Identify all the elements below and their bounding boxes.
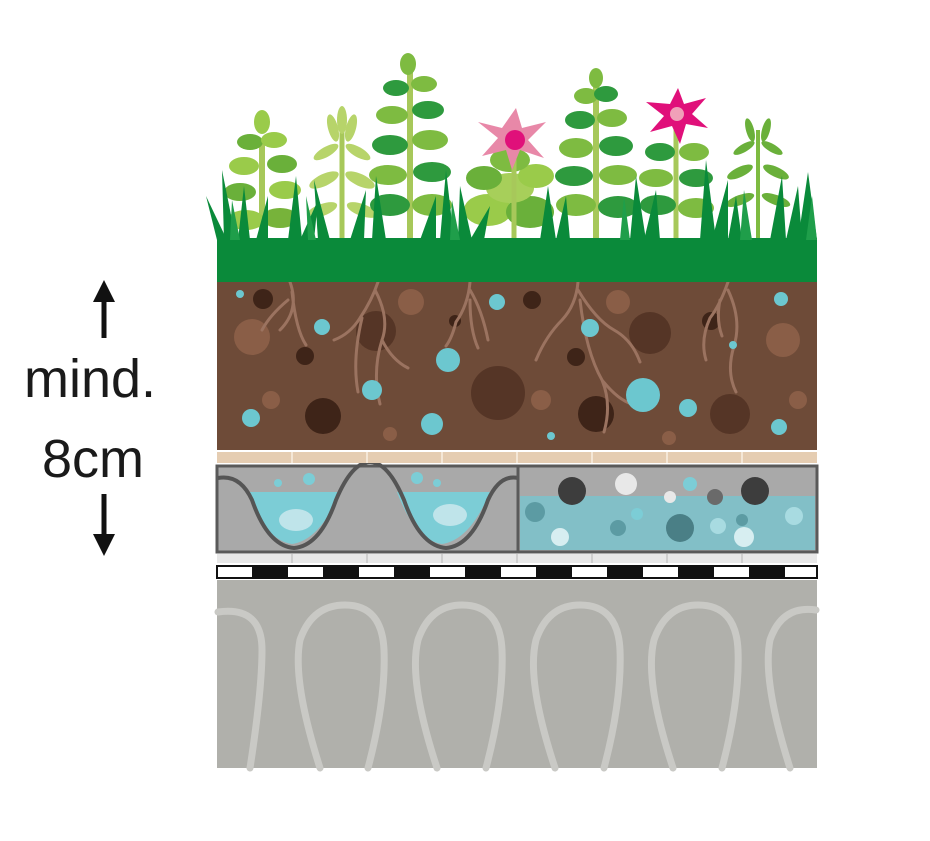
vegetation-layer bbox=[206, 53, 817, 282]
pink-flower-icon bbox=[478, 108, 546, 170]
filter-fleece bbox=[217, 452, 817, 463]
dimension-label-line1: mind. bbox=[24, 352, 156, 406]
red-flower-icon bbox=[646, 88, 708, 144]
substrate-layer bbox=[217, 280, 817, 450]
waterproof-membrane bbox=[217, 566, 817, 578]
protection-fleece bbox=[217, 554, 817, 563]
dimension-label-line2: 8cm bbox=[42, 432, 144, 486]
drainage-layer bbox=[217, 462, 817, 552]
roof-deck-layer bbox=[217, 580, 817, 768]
flowering-plant-light bbox=[464, 148, 554, 238]
up-arrow-icon bbox=[93, 280, 115, 338]
down-arrow-icon bbox=[93, 494, 115, 556]
tall-succulent-plant bbox=[369, 53, 452, 238]
